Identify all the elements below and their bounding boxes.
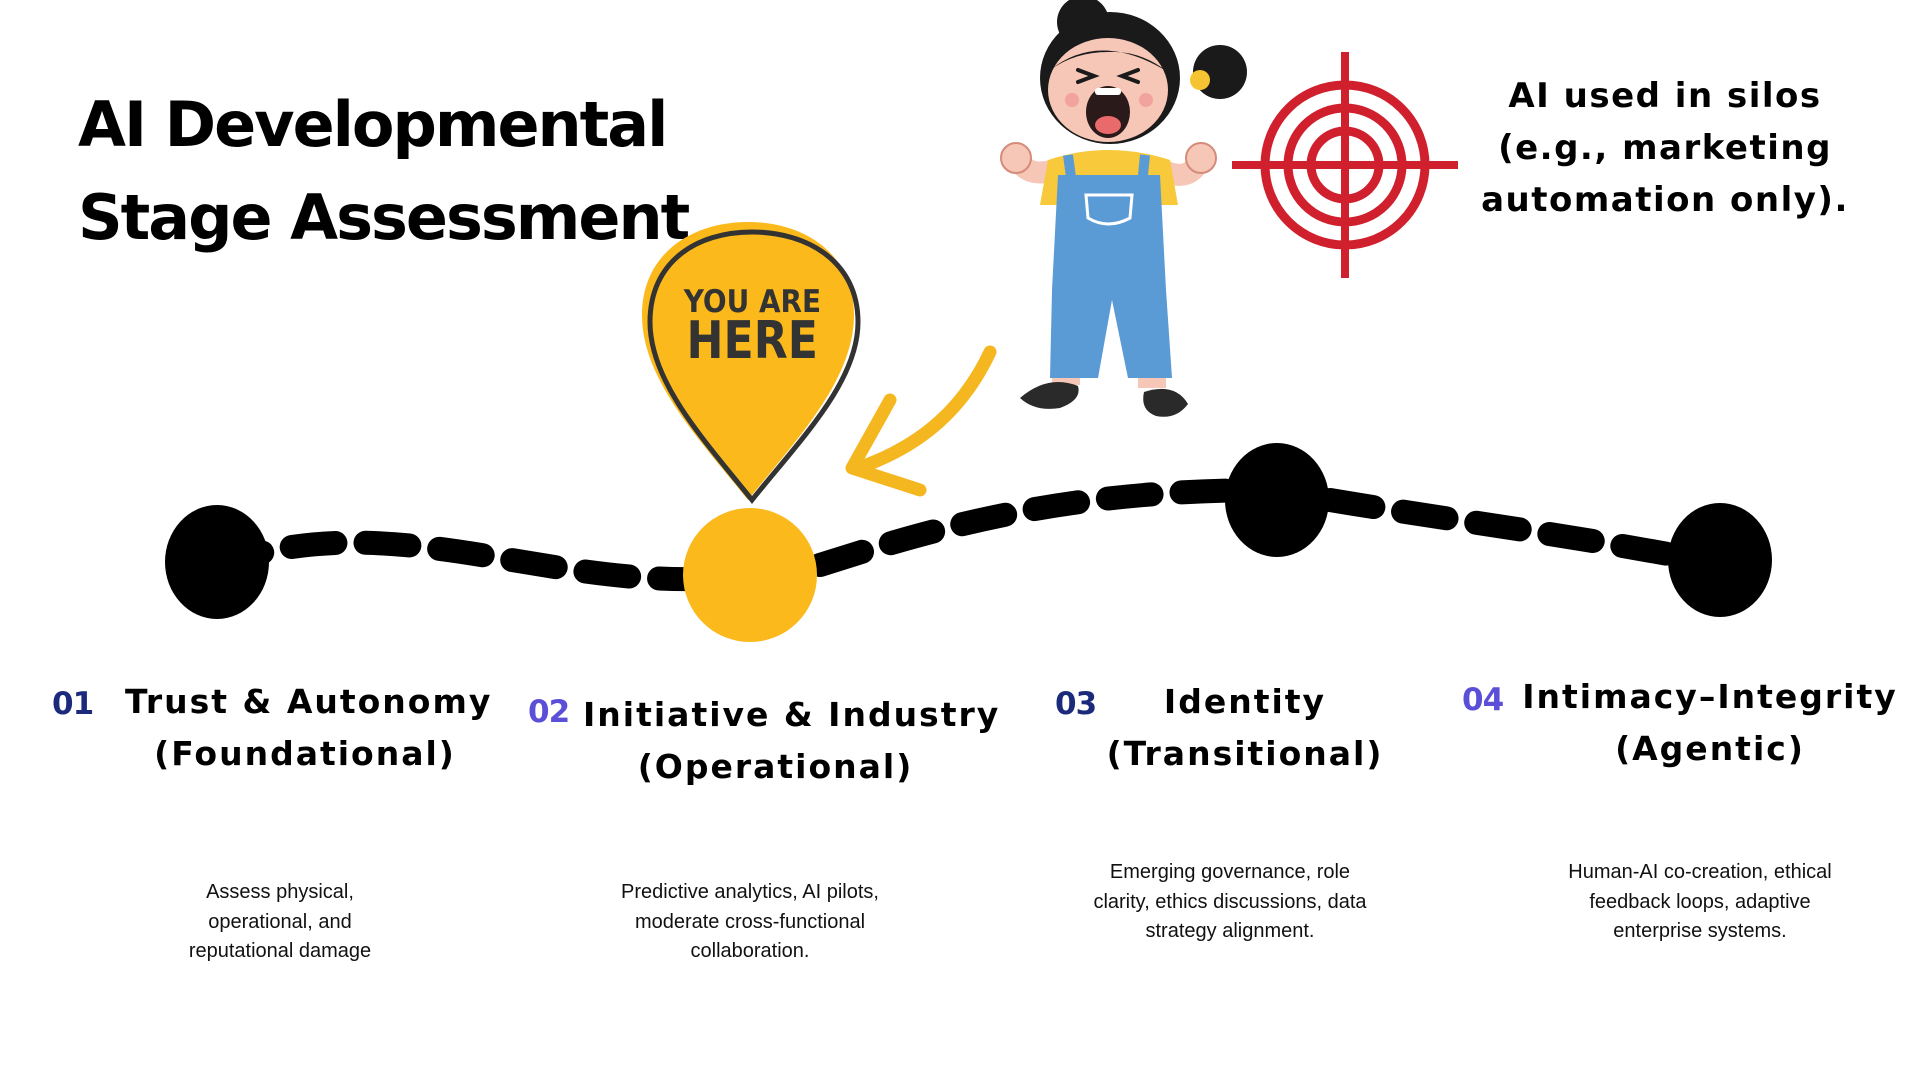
stage-description-03-line-2: clarity, ethics discussions, data — [1093, 890, 1367, 913]
stage-node-04 — [1668, 503, 1772, 617]
callout-line-1: AI used in silos — [1508, 76, 1822, 116]
stage-description-02-line-1: Predictive analytics, AI pilots, — [621, 881, 879, 903]
page-title: AI Developmental Stage Assessment — [78, 78, 690, 264]
stage-description-04: Human-AI co-creation, ethical feedback l… — [1550, 858, 1850, 947]
page-title-line-1: AI Developmental — [78, 88, 668, 161]
stage-title-04-line-1: Intimacy–Integrity — [1522, 677, 1898, 716]
roadmap-path-segment-1 — [208, 530, 762, 592]
stage-description-03-line-3: strategy alignment. — [1145, 920, 1315, 942]
stage-title-01-line-1: Trust & Autonomy — [125, 682, 493, 721]
stage-title-02: Initiative & Industry (Operational) — [583, 689, 1001, 793]
stage-node-03 — [1225, 443, 1329, 557]
stage-description-02-line-2: moderate cross-functional — [634, 910, 866, 933]
callout-line-2: (e.g., marketing — [1498, 128, 1832, 168]
stage-title-04: Intimacy–Integrity (Agentic) — [1520, 671, 1900, 775]
curved-arrow-icon — [845, 345, 997, 497]
callout-line-3: automation only). — [1481, 180, 1849, 220]
stage-description-01: Assess physical, operational, and reputa… — [140, 878, 420, 967]
crosshair-target-icon — [1232, 52, 1458, 278]
stage-description-01-line-1: Assess physical, — [206, 881, 354, 903]
stage-title-02-line-1: Initiative & Industry — [583, 695, 1001, 734]
stage-title-04-line-2: (Agentic) — [1615, 729, 1805, 768]
roadmap-path-segment-3 — [1318, 488, 1712, 572]
pin-text-line-2: HERE — [687, 311, 818, 371]
roadmap-path — [208, 478, 1712, 592]
stage-description-04-line-2: feedback loops, adaptive — [1589, 890, 1811, 913]
stage-description-04-line-3: enterprise systems. — [1613, 920, 1787, 942]
stage-number-01: 01 — [52, 686, 94, 722]
pin-text-line-1: YOU ARE — [683, 284, 821, 320]
stage-title-01-line-2: (Foundational) — [154, 734, 456, 773]
stage-title-03-line-2: (Transitional) — [1106, 734, 1384, 773]
stage-description-02-line-3: collaboration. — [690, 940, 810, 962]
stage-title-02-line-2: (Operational) — [637, 747, 914, 786]
stage-description-03: Emerging governance, role clarity, ethic… — [1080, 858, 1380, 947]
stage-number-02: 02 — [528, 694, 570, 730]
stage-node-02 — [683, 508, 817, 642]
stage-description-01-line-2: operational, and — [208, 910, 352, 933]
stage-description-02: Predictive analytics, AI pilots, moderat… — [600, 878, 900, 967]
stage-number-04: 04 — [1462, 682, 1504, 718]
stage-description-01-line-3: reputational damage — [188, 940, 372, 962]
silos-callout: AI used in silos (e.g., marketing automa… — [1465, 70, 1865, 226]
stage-number-03: 03 — [1055, 686, 1097, 722]
stage-title-03: Identity (Transitional) — [1100, 676, 1390, 780]
page-title-line-2: Stage Assessment — [78, 181, 690, 254]
crying-girl-illustration — [1000, 0, 1247, 417]
location-pin-icon: YOU ARE HERE — [642, 222, 861, 505]
stage-description-03-line-1: Emerging governance, role — [1109, 861, 1351, 883]
stage-node-01 — [165, 505, 269, 619]
stage-title-03-line-1: Identity — [1163, 682, 1327, 721]
roadmap-path-segment-2 — [808, 478, 1282, 577]
stage-description-04-line-1: Human-AI co-creation, ethical — [1568, 861, 1832, 883]
stage-title-01: Trust & Autonomy (Foundational) — [125, 676, 493, 780]
